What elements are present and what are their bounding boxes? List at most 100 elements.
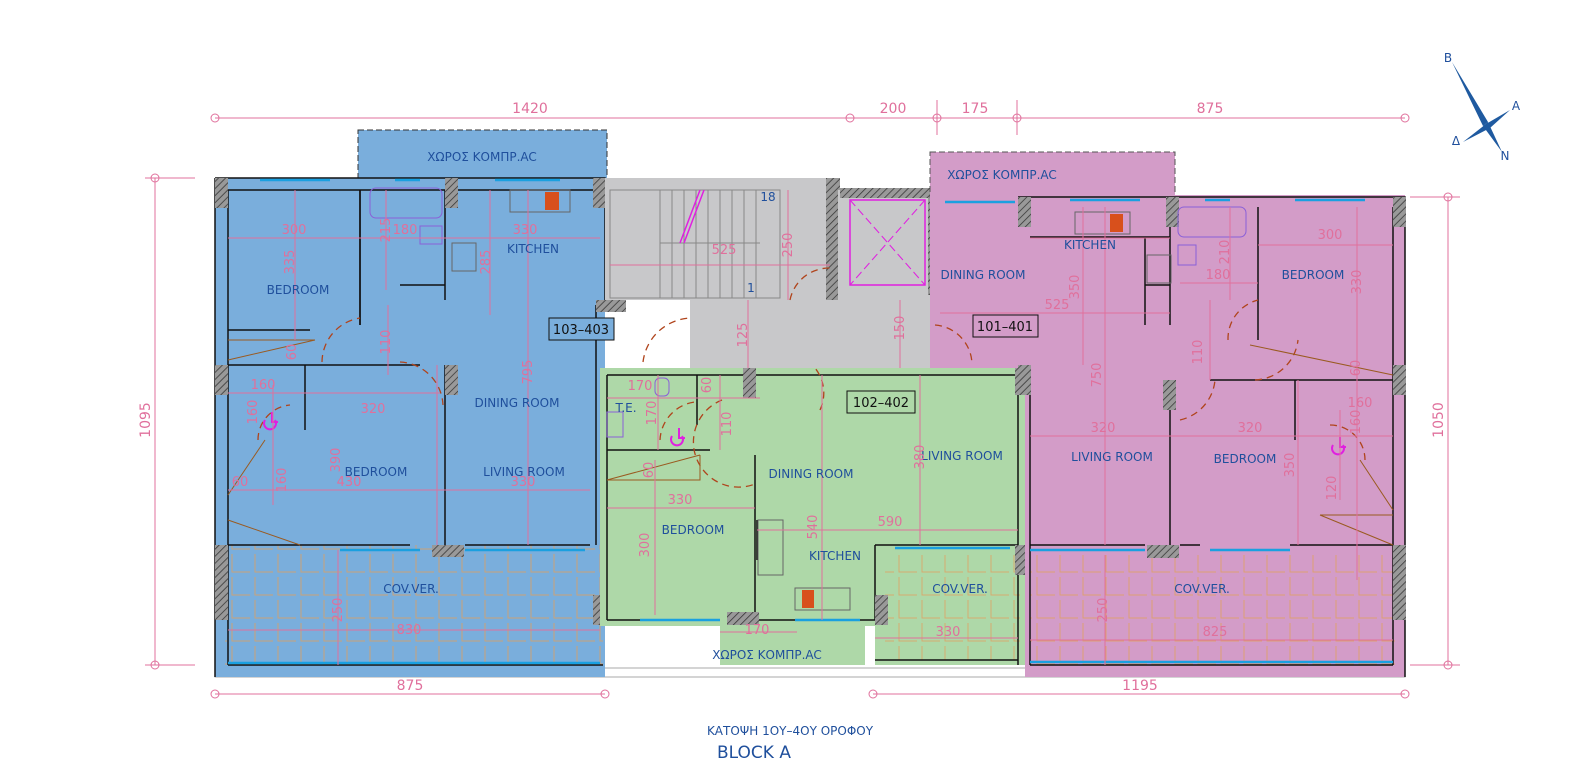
dim: 160 xyxy=(251,378,276,393)
dim: 330 xyxy=(1350,270,1365,295)
compass-label-delta: Δ xyxy=(1452,134,1461,148)
room-kitchen: KITCHEN xyxy=(1064,238,1116,252)
dim: 180 xyxy=(393,223,418,238)
room-dining: DINING ROOM xyxy=(769,467,854,481)
block-title: BLOCK A xyxy=(717,743,791,763)
dim: 160 xyxy=(246,400,261,425)
dim-top-4: 875 xyxy=(1197,101,1224,117)
stair-step-top: 18 xyxy=(760,190,775,204)
room-bedroom: BEDROOM xyxy=(662,523,725,537)
unit-103-403 xyxy=(214,129,691,677)
dim-bottom-left: 875 xyxy=(397,678,424,694)
room-dining: DINING ROOM xyxy=(475,396,560,410)
room-kitchen: KITCHEN xyxy=(507,242,559,256)
north-arrow-compass-icon: B A Δ N xyxy=(1444,51,1521,163)
unit-id-box xyxy=(972,314,1039,338)
unit-id: 101–401 xyxy=(977,320,1033,335)
dim: 330 xyxy=(936,625,961,640)
dim: 110 xyxy=(379,330,394,355)
compass-label-b: B xyxy=(1444,51,1452,65)
unit-101-401-labels: ΧΩΡΟΣ ΚΟΜΠΡ.AC KITCHEN DINING ROOM BEDRO… xyxy=(941,168,1373,640)
dim: 335 xyxy=(283,250,298,275)
room-living: LIVING ROOM xyxy=(1071,450,1153,464)
dim-top-1: 1420 xyxy=(512,101,548,117)
room-bedroom: BEDROOM xyxy=(345,465,408,479)
dim-top-3: 175 xyxy=(962,101,989,117)
room-living: LIVING ROOM xyxy=(483,465,565,479)
dim: 160 xyxy=(1349,410,1364,435)
dim: 170 xyxy=(628,379,653,394)
common-area: 18 1 525 250 125 150 xyxy=(605,178,938,368)
dim: 300 xyxy=(638,533,653,558)
dim: 210 xyxy=(1218,240,1233,265)
dim: 830 xyxy=(397,623,422,638)
wheelchair-accessible-icon xyxy=(263,412,278,431)
compass-label-n: N xyxy=(1501,149,1510,163)
unit-id: 102–402 xyxy=(853,396,909,411)
dim: 825 xyxy=(1203,625,1228,640)
dim: 320 xyxy=(1091,421,1116,436)
dim: 120 xyxy=(1325,476,1340,501)
dim: 60 xyxy=(285,344,300,361)
dim: 320 xyxy=(361,402,386,417)
dim: 250 xyxy=(1096,598,1111,623)
dim: 390 xyxy=(329,448,344,473)
dim: 110 xyxy=(720,412,735,437)
room-ac-space: ΧΩΡΟΣ ΚΟΜΠΡ.AC xyxy=(712,648,822,662)
dim: 250 xyxy=(331,598,346,623)
staircase xyxy=(609,189,781,299)
dim-top-2: 200 xyxy=(880,101,907,117)
dim: 170 xyxy=(645,401,660,426)
dim: 350 xyxy=(1283,453,1298,478)
dim: 525 xyxy=(712,243,737,258)
dim: 330 xyxy=(668,493,693,508)
dim: 320 xyxy=(1238,421,1263,436)
dim-bottom-right: 1195 xyxy=(1122,678,1158,694)
dim: 330 xyxy=(511,475,536,490)
dim-left: 1095 xyxy=(138,402,154,438)
dim: 60 xyxy=(642,462,657,479)
dim-right: 1050 xyxy=(1431,402,1447,438)
dim: 250 xyxy=(781,233,796,258)
unit-103-403-labels: ΧΩΡΟΣ ΚΟΜΠΡ.AC BEDROOM KITCHEN DINING RO… xyxy=(232,150,615,638)
dim: 215 xyxy=(379,218,394,243)
unit-id: 103–403 xyxy=(553,323,609,338)
unit-101-401 xyxy=(929,151,1406,677)
unit-id-box xyxy=(548,317,615,341)
dim: 285 xyxy=(479,250,494,275)
room-living: LIVING ROOM xyxy=(921,449,1003,463)
dim: 795 xyxy=(521,360,536,385)
drawing-caption: ΚΑΤΟΨΗ 1ΟΥ–4ΟΥ ΟΡΟΦΟΥ xyxy=(707,724,874,738)
dim: 380 xyxy=(913,445,928,470)
dim: 160 xyxy=(275,468,290,493)
wheelchair-accessible-icon xyxy=(670,428,685,447)
dim: 180 xyxy=(1206,268,1231,283)
dim: 350 xyxy=(1068,275,1083,300)
dim: 60 xyxy=(232,475,249,490)
room-covered-veranda: COV.VER. xyxy=(932,582,988,596)
dim: 330 xyxy=(513,223,538,238)
dim: 300 xyxy=(282,223,307,238)
stair-step-bottom: 1 xyxy=(747,281,755,295)
dim: 540 xyxy=(806,515,821,540)
room-ac-space: ΧΩΡΟΣ ΚΟΜΠΡ.AC xyxy=(427,150,537,164)
dim: 590 xyxy=(878,515,903,530)
room-covered-veranda: COV.VER. xyxy=(383,582,439,596)
unit-102-402-labels: T.E. DINING ROOM LIVING ROOM BEDROOM KIT… xyxy=(614,377,1002,662)
dim: 60 xyxy=(700,377,715,394)
room-bedroom: BEDROOM xyxy=(1214,452,1277,466)
dim: 525 xyxy=(1045,298,1070,313)
dim: 170 xyxy=(745,623,770,638)
dim: 750 xyxy=(1090,363,1105,388)
room-wc: T.E. xyxy=(614,401,636,415)
dim: 160 xyxy=(1348,396,1373,411)
dim: 430 xyxy=(337,475,362,490)
elevator-shaft xyxy=(849,199,926,286)
room-dining: DINING ROOM xyxy=(941,268,1026,282)
unit-id-box xyxy=(846,390,916,414)
room-bedroom: BEDROOM xyxy=(267,283,330,297)
top-dimension-line: 1420 200 175 875 xyxy=(210,100,1410,135)
unit-102-402 xyxy=(600,365,1028,665)
room-bedroom: BEDROOM xyxy=(1282,268,1345,282)
